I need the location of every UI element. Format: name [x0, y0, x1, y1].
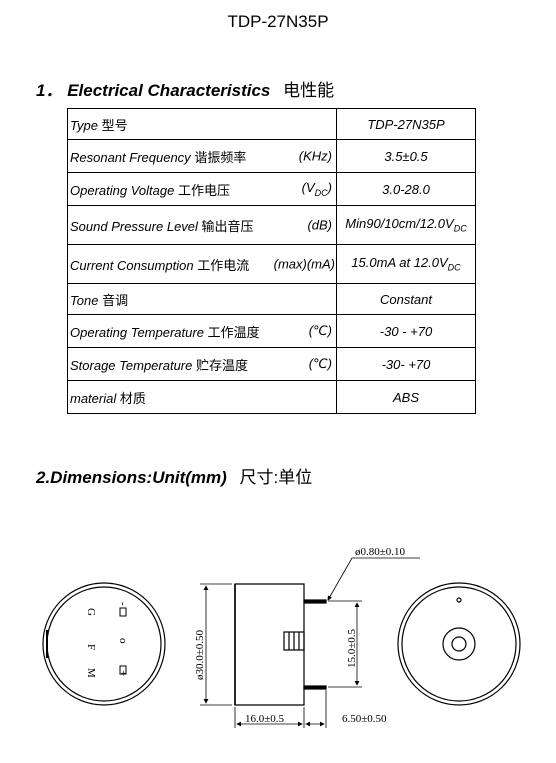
mark-minus: - [117, 602, 129, 606]
row-label: Type [70, 117, 98, 133]
row-unit: (VDC) [302, 180, 332, 198]
value-cell: 3.0-28.0 [336, 172, 476, 206]
value-cell: Constant [336, 283, 476, 315]
table-row-type: Type 型号 TDP-27N35P [67, 108, 476, 140]
value-subscript: DC [453, 223, 467, 234]
section-2-title-cn: 尺寸:单位 [239, 468, 313, 487]
dim-pin-spacing [328, 600, 362, 688]
value-cell: ABS [336, 380, 476, 414]
section-2-heading: 2.Dimensions:Unit(mm) 尺寸:单位 [36, 463, 312, 488]
dim-body-diameter [200, 583, 232, 706]
table-row-sound-pressure-level: Sound Pressure Level 输出音压 (dB) Min90/10c… [67, 205, 476, 245]
row-label: Sound Pressure Level [70, 218, 198, 234]
value-cell: TDP-27N35P [336, 108, 476, 140]
row-label: Current Consumption [70, 257, 194, 273]
row-label-cn: 音调 [102, 292, 129, 308]
table-row-material: material 材质 ABS [67, 380, 476, 414]
value-cell: -30 - +70 [336, 314, 476, 348]
row-unit: (℃) [308, 323, 332, 338]
unit-subscript: DC [314, 187, 328, 198]
front-outer-circle [42, 582, 166, 706]
label-pin-spacing: 15.0±0.5 [346, 628, 358, 668]
back-port-inner [451, 636, 467, 652]
label-cell: Tone 音调 [67, 283, 337, 315]
label-cell: Current Consumption 工作电流 (max)(mA) [67, 244, 337, 284]
value-cell: 3.5±0.5 [336, 139, 476, 173]
back-inner-circle [401, 586, 517, 702]
pin-top [303, 599, 327, 604]
front-pin-mark-top [119, 607, 127, 617]
label-cell: Type 型号 [67, 108, 337, 140]
row-label-cn: 谐振频率 [194, 149, 247, 165]
row-unit: (max)(mA) [273, 256, 335, 272]
value-cell: -30- +70 [336, 347, 476, 381]
table-row-current-consumption: Current Consumption 工作电流 (max)(mA) 15.0m… [67, 244, 476, 284]
row-label-cn: 输出音压 [201, 218, 254, 234]
value-main: 15.0mA at 12.0V [351, 255, 448, 271]
section-2-title: 2.Dimensions:Unit(mm) [36, 468, 227, 487]
label-body-height: 16.0±0.5 [245, 713, 285, 725]
label-pin-diameter: ø0.80±0.10 [355, 546, 406, 558]
row-label: Operating Temperature [70, 324, 204, 340]
label-body-diameter: ø30.0±0.50 [194, 629, 206, 680]
mark-g: G [85, 608, 97, 616]
section-1-number: 1． [36, 81, 63, 100]
table-row-resonant-frequency: Resonant Frequency 谐振频率 (KHz) 3.5±0.5 [67, 139, 476, 173]
label-cell: Operating Voltage 工作电压 (VDC) [67, 172, 337, 206]
row-label-cn: 工作温度 [207, 324, 260, 340]
value-cell: Min90/10cm/12.0VDC [336, 205, 476, 245]
dim-pin-diameter [327, 557, 420, 601]
table-row-tone: Tone 音调 Constant [67, 283, 476, 315]
table-row-operating-voltage: Operating Voltage 工作电压 (VDC) 3.0-28.0 [67, 172, 476, 206]
label-cell: Sound Pressure Level 输出音压 (dB) [67, 205, 337, 245]
dimension-drawing: G F M - o + ø30.0±0.50 15.0±0.5 ø0.80±0.… [42, 546, 521, 728]
label-cell: material 材质 [67, 380, 337, 414]
electrical-characteristics-table: Type 型号 TDP-27N35P Resonant Frequency 谐振… [67, 108, 476, 414]
front-pin-mark-bottom [119, 665, 127, 675]
document-title: TDP-27N35P [227, 12, 329, 31]
label-pin-length: 6.50±0.50 [342, 713, 387, 725]
dim-horizontal [234, 690, 327, 728]
section-1-title-cn: 电性能 [283, 81, 335, 100]
mark-plus: + [117, 670, 129, 676]
mark-circle: o [117, 638, 129, 644]
back-port-outer [442, 627, 476, 661]
front-markings: G F M - o + [85, 602, 129, 678]
front-view [42, 582, 166, 706]
value-cell: 15.0mA at 12.0VDC [336, 244, 476, 284]
value-main: Min90/10cm/12.0V [345, 216, 454, 232]
label-cell: Operating Temperature 工作温度 (℃) [67, 314, 337, 348]
label-cell: Resonant Frequency 谐振频率 (KHz) [67, 139, 337, 173]
table-row-operating-temperature: Operating Temperature 工作温度 (℃) -30 - +70 [67, 314, 476, 348]
row-label: Tone [70, 292, 99, 308]
table-row-storage-temperature: Storage Temperature 贮存温度 (℃) -30- +70 [67, 347, 476, 381]
row-unit: (℃) [308, 356, 332, 371]
row-unit: (dB) [307, 217, 332, 233]
side-view [234, 583, 327, 706]
unit-end: ) [327, 180, 332, 196]
mark-m: M [85, 668, 97, 678]
back-view [397, 582, 521, 706]
row-unit: (KHz) [298, 148, 332, 164]
row-label-cn: 贮存温度 [196, 357, 249, 373]
unit-main: (V [301, 180, 315, 196]
row-label-cn: 型号 [101, 117, 128, 133]
mark-f: F [85, 644, 97, 650]
row-label: Resonant Frequency [70, 149, 191, 165]
value-subscript: DC [447, 262, 461, 273]
row-label-cn: 工作电流 [197, 257, 250, 273]
row-label-cn: 材质 [119, 390, 146, 406]
section-1-heading: 1． Electrical Characteristics 电性能 [36, 76, 334, 101]
row-label: Storage Temperature [70, 357, 193, 373]
label-cell: Storage Temperature 贮存温度 (℃) [67, 347, 337, 381]
row-label-cn: 工作电压 [177, 182, 230, 198]
row-label: Operating Voltage [70, 182, 175, 198]
back-dot [456, 597, 462, 603]
row-label: material [70, 390, 117, 406]
front-inner-circle [46, 586, 162, 702]
pin-bottom [303, 685, 327, 690]
section-1-title: Electrical Characteristics [67, 81, 271, 100]
leader-line [327, 557, 353, 601]
back-outer-circle [397, 582, 521, 706]
